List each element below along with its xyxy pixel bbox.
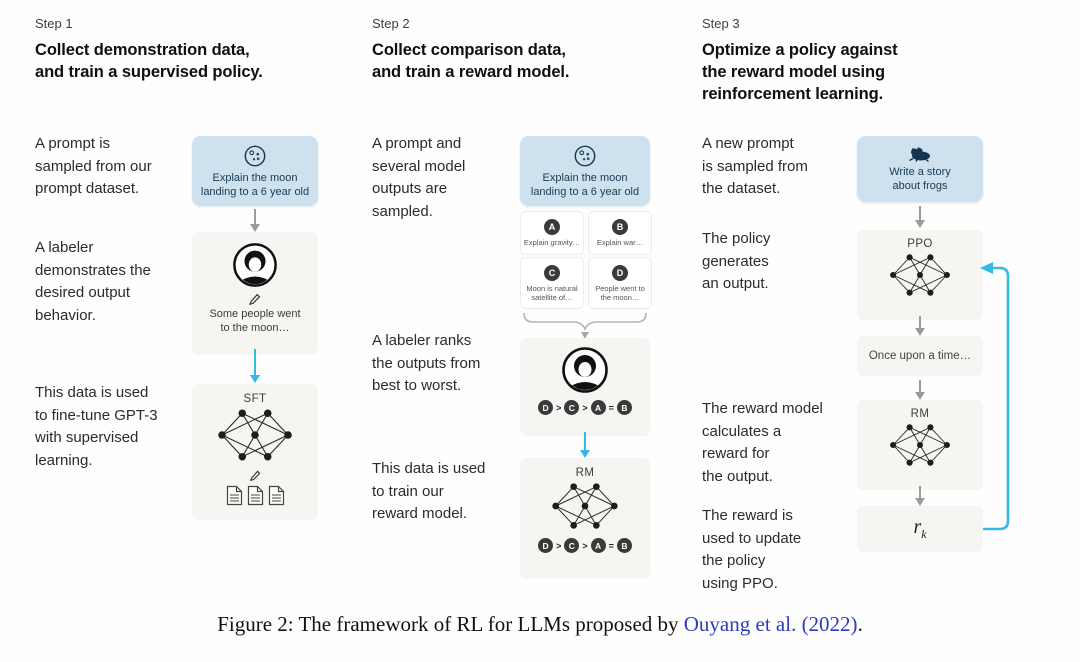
output-option-d: D People went to the moon… xyxy=(588,257,652,309)
rank-chip: D xyxy=(538,538,554,553)
ranking-row: D > C > A = B xyxy=(538,538,632,553)
sft-model-label: SFT xyxy=(243,393,267,405)
step1-text-prompt: A prompt is sampled from our prompt data… xyxy=(35,135,152,197)
figure-caption: Figure 2: The framework of RL for LLMs p… xyxy=(0,612,1080,637)
moon-icon xyxy=(573,144,597,168)
step3-reward-box: rk xyxy=(857,506,983,552)
option-d-badge: D xyxy=(612,264,628,281)
rank-chip: A xyxy=(590,400,606,415)
caption-prefix: Figure 2: The framework of RL for LLMs p… xyxy=(217,612,684,636)
neural-network-icon xyxy=(549,482,621,530)
step3-rm-box: RM xyxy=(857,400,983,490)
option-d-text: People went to the moon… xyxy=(595,283,645,302)
caption-citation-link[interactable]: Ouyang et al. (2022) xyxy=(683,612,858,636)
option-c-text: Moon is natural satellite of… xyxy=(526,283,578,302)
step3-text-update: The reward is used to update the policy … xyxy=(702,507,802,592)
pencil-icon xyxy=(249,468,262,481)
ppo-model-label: PPO xyxy=(907,238,933,250)
step3-heading: Optimize a policy against the reward mod… xyxy=(702,41,898,103)
pencil-icon xyxy=(248,291,262,305)
labeler-avatar-icon xyxy=(561,346,609,394)
neural-network-icon xyxy=(887,253,953,297)
step2-labeler-box: D > C > A = B xyxy=(520,338,650,436)
step2-text-prompt: A prompt and several model outputs are s… xyxy=(372,135,466,220)
rank-separator: = xyxy=(608,540,614,551)
step3-text-policy: The policy generates an output. xyxy=(702,230,771,292)
rank-chip: A xyxy=(590,538,606,553)
step2-text-data: This data is used to train our reward mo… xyxy=(372,460,486,522)
arrow-step1-prompt-to-labeler xyxy=(250,209,260,232)
option-a-badge: A xyxy=(544,219,560,235)
rank-separator: > xyxy=(556,540,562,551)
step2-label: Step 2 xyxy=(372,16,410,31)
rank-chip: C xyxy=(564,400,580,415)
rank-separator: > xyxy=(582,540,588,551)
rm-model-label: RM xyxy=(575,467,595,479)
feedback-loop-arrow xyxy=(978,255,1020,545)
reward-symbol: r xyxy=(913,516,922,538)
step1-labeler-output: Some people went to the moon… xyxy=(209,308,301,334)
step1-heading: Collect demonstration data, and train a … xyxy=(35,41,263,81)
arrow-step1-labeler-to-sft xyxy=(250,349,260,383)
step1-prompt-box: Explain the moon landing to a 6 year old xyxy=(192,136,318,206)
rank-chip: D xyxy=(538,400,554,415)
step3-prompt-box: Write a story about frogs xyxy=(857,136,983,202)
arrow-step3-ppo-to-output xyxy=(915,316,925,336)
arrow-step2-labeler-to-rm xyxy=(580,432,590,458)
caption-suffix: . xyxy=(857,612,863,636)
step1-label: Step 1 xyxy=(35,16,73,31)
arrow-step3-rm-to-reward xyxy=(915,486,925,506)
reward-subscript: k xyxy=(921,527,927,541)
option-c-badge: C xyxy=(544,264,560,281)
moon-icon xyxy=(243,144,267,168)
arrow-step3-output-to-rm xyxy=(915,380,925,400)
arrow-step3-prompt-to-ppo xyxy=(915,206,925,228)
output-option-a: A Explain gravity… xyxy=(520,211,584,255)
rank-separator: > xyxy=(556,402,562,413)
step2-heading: Collect comparison data, and train a rew… xyxy=(372,41,570,81)
neural-network-icon xyxy=(216,408,294,462)
output-option-c: C Moon is natural satellite of… xyxy=(520,257,584,309)
reward-value: rk xyxy=(913,516,926,542)
step2-text-labeler: A labeler ranks the outputs from best to… xyxy=(372,332,481,394)
frog-icon xyxy=(907,146,933,162)
step2-rm-box: RM D > C > A xyxy=(520,458,650,579)
ranking-row: D > C > A = B xyxy=(538,400,632,415)
step3-output-text: Once upon a time… xyxy=(868,350,972,362)
rm-model-label: RM xyxy=(910,408,930,420)
step3-ppo-box: PPO xyxy=(857,230,983,320)
neural-network-icon xyxy=(887,423,953,467)
step1-sft-box: SFT xyxy=(192,384,318,520)
rank-separator: = xyxy=(608,402,614,413)
option-a-text: Explain gravity… xyxy=(523,238,581,247)
step3-text-reward: The reward model calculates a reward for… xyxy=(702,400,823,485)
step1-text-labeler: A labeler demonstrates the desired outpu… xyxy=(35,239,151,324)
documents-icon xyxy=(226,485,285,506)
rank-separator: > xyxy=(582,402,588,413)
step1-text-data: This data is used to fine-tune GPT-3 wit… xyxy=(35,384,158,469)
brace-icon xyxy=(520,311,650,339)
step2-prompt-text: Explain the moon landing to a 6 year old xyxy=(530,171,640,198)
option-b-badge: B xyxy=(612,219,628,235)
step3-text-prompt: A new prompt is sampled from the dataset… xyxy=(702,135,808,197)
rank-chip: B xyxy=(616,538,632,553)
step2-prompt-box: Explain the moon landing to a 6 year old xyxy=(520,136,650,206)
output-option-b: B Explain war… xyxy=(588,211,652,255)
step1-prompt-text: Explain the moon landing to a 6 year old xyxy=(200,171,310,198)
rank-chip: C xyxy=(564,538,580,553)
option-b-text: Explain war… xyxy=(596,238,644,247)
rank-chip: B xyxy=(616,400,632,415)
step3-prompt-text: Write a story about frogs xyxy=(889,165,951,192)
step3-label: Step 3 xyxy=(702,16,740,31)
step3-output-box: Once upon a time… xyxy=(857,336,983,376)
step1-labeler-box: Some people went to the moon… xyxy=(192,232,318,355)
labeler-avatar-icon xyxy=(232,242,278,288)
